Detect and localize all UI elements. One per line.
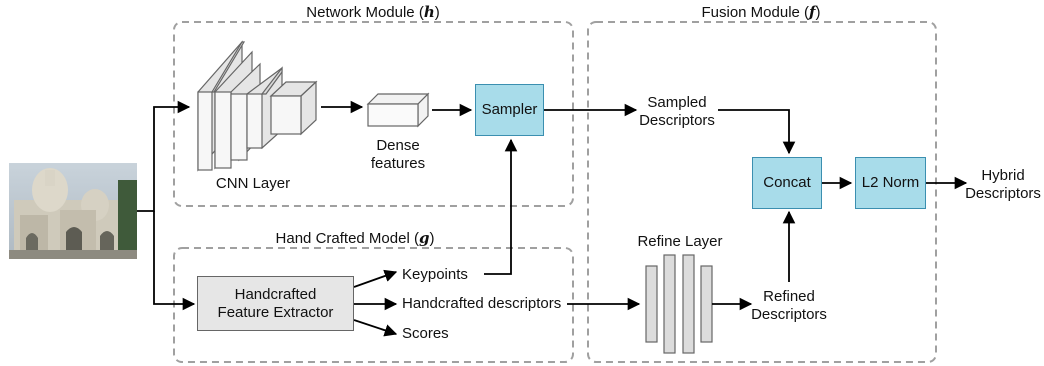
cnn-layer-shape [197, 40, 318, 172]
handcrafted-module-title: Hand Crafted Model (g) [275, 229, 435, 247]
concat-box: Concat [752, 157, 822, 209]
refine-layer-label: Refine Layer [637, 233, 723, 250]
keypoints-label: Keypoints [402, 266, 468, 283]
fusion-module-title-text: Fusion Module [701, 4, 800, 21]
fusion-module-var: f [809, 3, 816, 21]
dense-features-shape [366, 92, 430, 128]
fusion-module-title: Fusion Module (f) [701, 3, 821, 21]
handcrafted-descriptors-label: Handcrafted descriptors [402, 295, 562, 312]
sampled-descriptors-label: Sampled Descriptors [639, 94, 715, 129]
scores-label: Scores [402, 325, 449, 342]
connectors [137, 100, 968, 337]
handcrafted-module-var: g [418, 229, 430, 247]
hybrid-descriptors-label: Hybrid Descriptors [965, 167, 1041, 202]
network-module-title-text: Network Module [306, 4, 415, 21]
handcrafted-module-container [173, 247, 574, 363]
handcrafted-module-title-text: Hand Crafted Model [275, 230, 410, 247]
input-image [9, 163, 137, 259]
fusion-module-container [587, 21, 937, 363]
refine-layer-shape [645, 254, 713, 354]
dense-features-label: Dense features [370, 137, 426, 172]
sampler-box: Sampler [475, 84, 544, 136]
handcrafted-feature-extractor-box: Handcrafted Feature Extractor [197, 276, 354, 331]
cnn-layer-label: CNN Layer [215, 175, 291, 192]
l2-norm-box: L2 Norm [855, 157, 926, 209]
network-module-var: h [423, 3, 435, 21]
network-module-title: Network Module (h) [306, 3, 440, 21]
refined-descriptors-label: Refined Descriptors [751, 288, 827, 323]
